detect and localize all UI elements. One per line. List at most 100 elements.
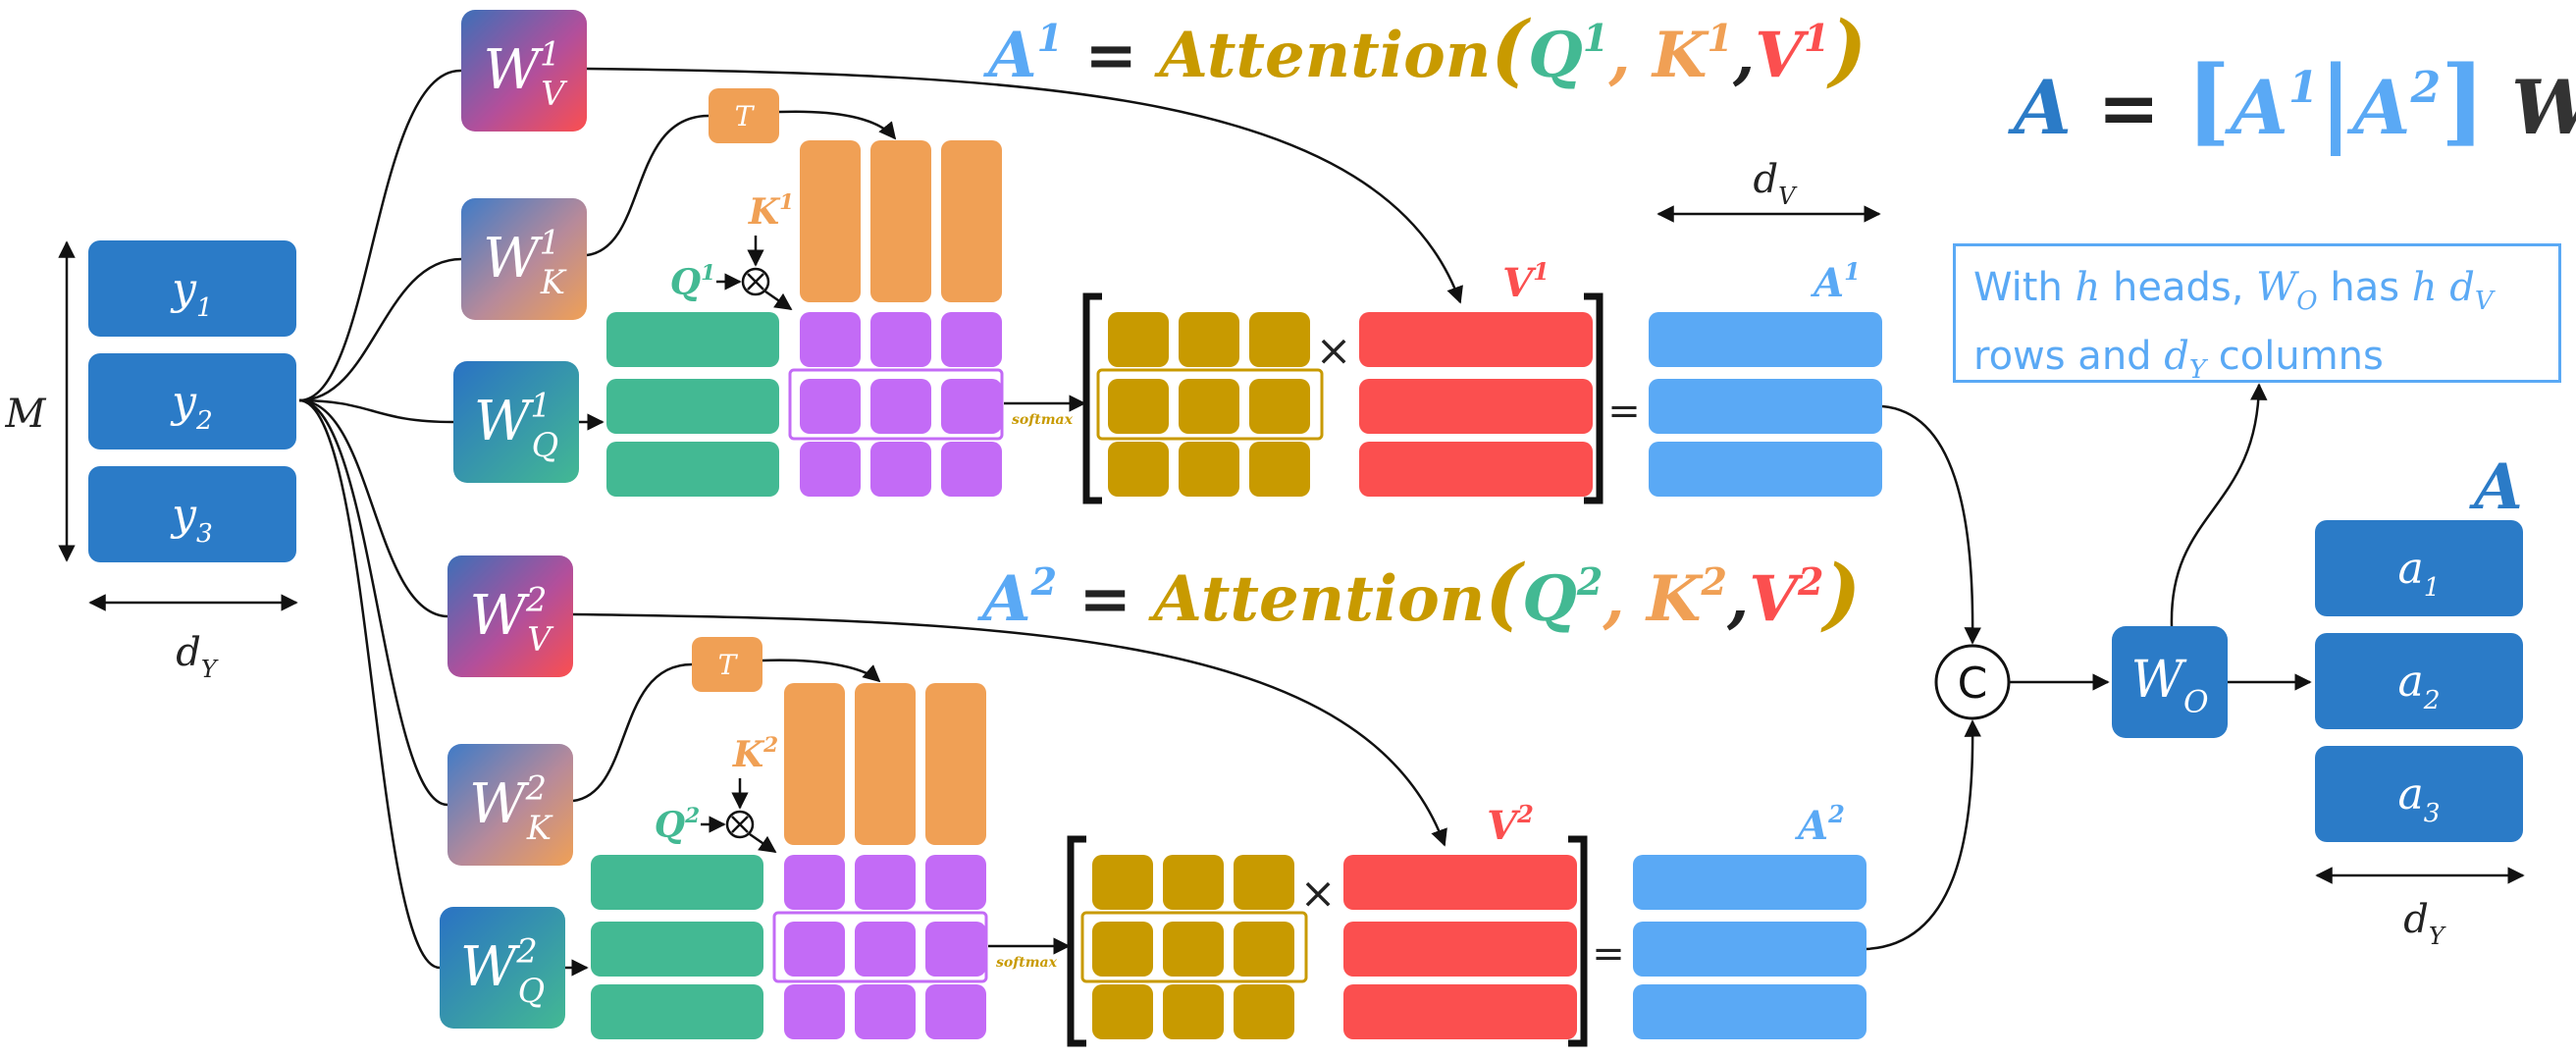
head-2-v-label: V2 [1487,800,1534,849]
note-line-2: rows and dY columns [1973,329,2541,397]
head-2-v-row-2 [1343,922,1577,977]
head-1-score-cell-3-3 [941,442,1002,497]
note-d: d [2449,265,2475,310]
head-2-score-cell-2-2 [855,922,916,977]
head-2-q-label: Q2 [655,804,700,846]
head-2-softmax-cell-1-2 [1163,855,1224,910]
output-token-1 [2315,520,2523,616]
head-2-softmax-cell-3-1 [1092,984,1153,1039]
head-1-kt-col-2 [870,140,931,302]
head-1-score-cell-1-1 [800,312,861,367]
blocks [88,10,2523,1047]
head-2-softmax-cell-2-1 [1092,922,1153,977]
a1-to-concat [1881,404,1981,645]
head-1-equals-sign: = [1607,389,1641,434]
head-2-v-row-3 [1343,984,1577,1039]
head-1-fan-wv [298,69,462,402]
head-1-equation: A1 = Attention(Q1, K1,V1) [983,3,1866,95]
head-2-times-sign: × [1300,869,1337,919]
head-1-dv-label: dV [1754,157,1799,210]
head-1-score-cell-2-1 [800,379,861,434]
head-2-a-label: A2 [1794,800,1845,849]
head-1-multiply-x [747,273,764,291]
note-text: heads, [2100,265,2257,310]
head-2-score-cell-1-1 [784,855,845,910]
head-1-a-row-2 [1649,379,1882,434]
head-2-a-row-1 [1633,855,1866,910]
head-1-softmax-cell-3-1 [1108,442,1169,497]
head-2-a-row-3 [1633,984,1866,1039]
head-1-q-row-2 [606,379,779,434]
head-2-k-label: K2 [732,733,778,775]
concat-symbol: C [1958,659,1988,709]
head-1-softmax-label: softmax [1012,412,1074,428]
note-d: d [2164,334,2189,379]
head-1-score-cell-1-2 [870,312,931,367]
head-1-score-cell-3-1 [800,442,861,497]
head-2-wk-block [447,744,573,866]
head-2-score-cell-3-1 [784,984,845,1039]
head-1-bracket-right [1584,292,1603,504]
note-h: h [2075,265,2101,310]
head-2-q-row-2 [591,922,763,977]
head-2-t-to-k [762,659,881,683]
head-1-a-row-3 [1649,442,1882,497]
head-1-wk-block [461,198,587,320]
head-2-bracket-right [1568,835,1588,1047]
head-1-q-row-1 [606,312,779,367]
head-1-transpose-box [709,88,779,143]
input-rows-label: M [5,392,47,437]
head-1-q-row-3 [606,442,779,497]
head-2-wk-to-t [572,662,693,803]
head-1-q-label: Q1 [670,261,715,303]
input-width-label: dY [176,630,219,683]
a2-to-concat [1866,719,1981,951]
head-1-fan-wq [298,398,454,424]
head-2-equals-sign: = [1592,931,1625,977]
head-2-v-row-1 [1343,855,1577,910]
head-1-v-row-1 [1359,312,1593,367]
connector-lines [58,67,2525,977]
head-1-wk-to-t [586,114,710,257]
output-width-label: dY [2403,897,2446,950]
head-2-bracket-left [1067,835,1086,1047]
head-1-wv-to-v [586,67,1463,304]
head-1-wq-block [453,361,579,483]
head-2-score-cell-2-3 [925,922,986,977]
note-line-1: With h heads, WO has h dV [1973,260,2541,329]
head-2-softmax-cell-3-2 [1163,984,1224,1039]
output-token-label-1: a1 [2397,544,2440,603]
note-w: W [2256,265,2297,310]
head-2-kt-col-1 [784,683,845,845]
head-2-score-cell-3-3 [925,984,986,1039]
head-1-softmax-highlight [1096,368,1324,441]
wo-shape-note: With h heads, WO has h dV rows and dY co… [1953,243,2561,385]
output-token-2 [2315,633,2523,729]
head-1-score-cell-2-2 [870,379,931,434]
note-d-sub: V [2474,287,2494,316]
input-token-label-3: y3 [170,490,213,549]
head-2-score-cell-1-2 [855,855,916,910]
wo-to-note [2170,383,2268,627]
head-2-fan-wq [298,398,441,970]
note-text: rows and [1973,334,2165,379]
head-2-wq-block [440,907,565,1029]
head-1-score-highlight [788,368,1004,441]
head-2-fan-wk [298,398,448,807]
head-1-softmax-cell-2-2 [1179,379,1239,434]
input-token-1 [88,240,296,337]
head-2-softmax-label: softmax [996,955,1058,971]
head-1-softmax-cell-1-2 [1179,312,1239,367]
head-2-score-cell-1-3 [925,855,986,910]
head-2-score-cell-3-2 [855,984,916,1039]
head-2-wv-block [447,555,573,677]
note-text: has [2317,265,2412,310]
head-1-softmax-cell-2-1 [1108,379,1169,434]
head-2-score-highlight [772,911,988,983]
